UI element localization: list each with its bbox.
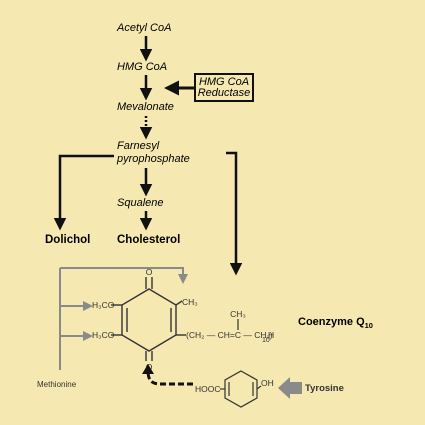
ketone-top-label: O	[146, 267, 153, 277]
branch-methyl-label: CH₃	[230, 309, 246, 319]
methionine-label: Methionine	[37, 380, 77, 389]
mevalonate-label: Mevalonate	[117, 101, 174, 113]
tyrosine-arrowhead	[142, 364, 154, 374]
arrow-to-coq10	[226, 151, 243, 276]
pyrophosphate-label: pyrophosphate	[116, 153, 190, 165]
methionine-arrows	[59, 267, 188, 370]
squalene-label: Squalene	[117, 197, 164, 209]
farnesyl-label: Farnesyl	[117, 140, 160, 152]
tyrosine-dashed-arrow	[146, 370, 193, 386]
tyrosine-gray-arrow	[278, 377, 302, 399]
oh-label: OH	[261, 378, 274, 388]
side-chain-label: (CH₂ — CH=C — CH₂)	[186, 330, 273, 340]
dolichol-label: Dolichol	[45, 234, 90, 246]
acetyl-coa-label: Acetyl CoA	[116, 22, 171, 34]
benzene-ring	[220, 370, 262, 408]
enzyme-label-line2: Reductase	[198, 87, 251, 99]
enzyme-label-line1: HMG CoA	[199, 76, 249, 88]
enzyme-box	[194, 73, 254, 102]
hmg-coa-label: HMG CoA	[117, 61, 167, 73]
hooc-label: HOOC	[195, 384, 221, 394]
coq10-label: Coenzyme Q10	[298, 316, 373, 330]
methoxy2-label: H₃CO	[92, 330, 115, 340]
methoxy1-label: H₃CO	[92, 300, 115, 310]
quinone-ring	[111, 277, 186, 361]
arrow-to-dolichol	[53, 154, 114, 231]
tyrosine-label: Tyrosine	[305, 383, 344, 394]
side-chain-subscript: 10	[262, 337, 270, 344]
methyl-label: CH₃	[182, 297, 198, 307]
cholesterol-label: Cholesterol	[117, 234, 180, 246]
side-chain-h: H	[268, 330, 274, 340]
